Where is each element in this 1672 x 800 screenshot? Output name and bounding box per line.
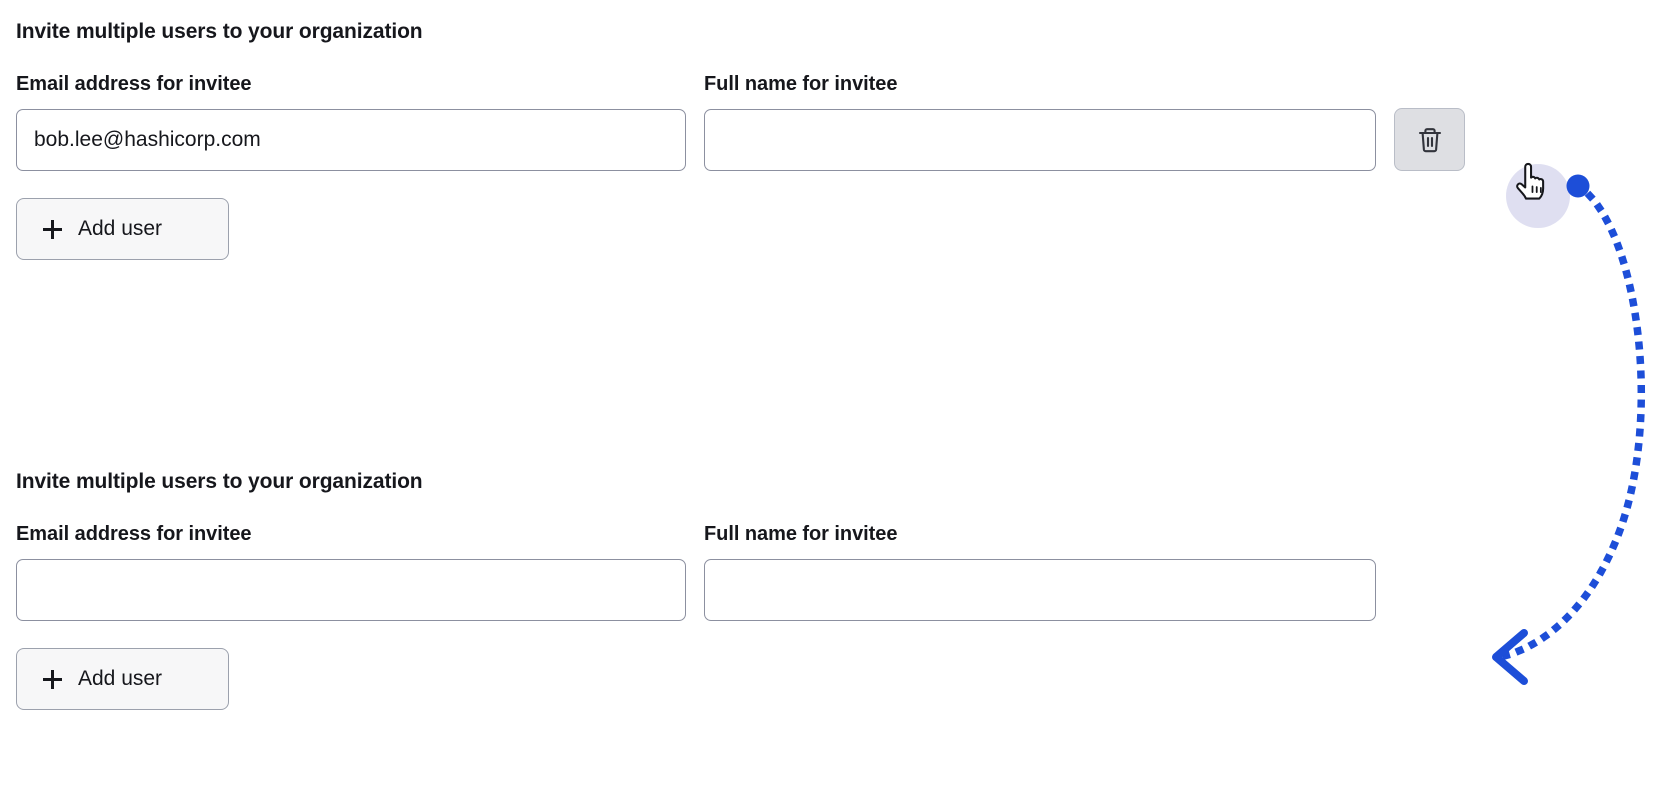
email-label: Email address for invitee xyxy=(16,73,252,95)
email-input-2[interactable] xyxy=(16,559,686,621)
add-user-label: Add user xyxy=(78,217,163,240)
add-user-label-2: Add user xyxy=(78,667,163,690)
invite-section-1: Invite multiple users to your organizati… xyxy=(16,18,1556,260)
delete-invitee-button[interactable] xyxy=(1394,108,1465,171)
add-user-button-2[interactable]: Add user xyxy=(16,648,229,710)
email-field-group-2: Email address for invitee xyxy=(16,522,686,621)
plus-icon xyxy=(43,219,62,239)
fullname-label: Full name for invitee xyxy=(704,73,898,95)
invitee-row-2: Email address for invitee Full name for … xyxy=(16,522,1556,621)
fullname-input[interactable] xyxy=(704,109,1376,171)
fullname-field-group-2: Full name for invitee xyxy=(704,522,1376,621)
trash-icon xyxy=(1417,126,1443,154)
fullname-label-2: Full name for invitee xyxy=(704,523,898,545)
plus-icon-2 xyxy=(43,669,62,689)
fullname-input-2[interactable] xyxy=(704,559,1376,621)
annotation-origin-dot xyxy=(1566,174,1590,198)
page-title: Invite multiple users to your organizati… xyxy=(16,20,423,43)
page-title-2: Invite multiple users to your organizati… xyxy=(16,470,423,493)
add-user-button[interactable]: Add user xyxy=(16,198,229,260)
invitee-row: Email address for invitee Full name for … xyxy=(16,72,1556,171)
fullname-field-group: Full name for invitee xyxy=(704,72,1376,171)
email-field-group: Email address for invitee xyxy=(16,72,686,171)
email-input[interactable] xyxy=(16,109,686,171)
email-label-2: Email address for invitee xyxy=(16,523,252,545)
invite-section-2: Invite multiple users to your organizati… xyxy=(16,468,1556,710)
